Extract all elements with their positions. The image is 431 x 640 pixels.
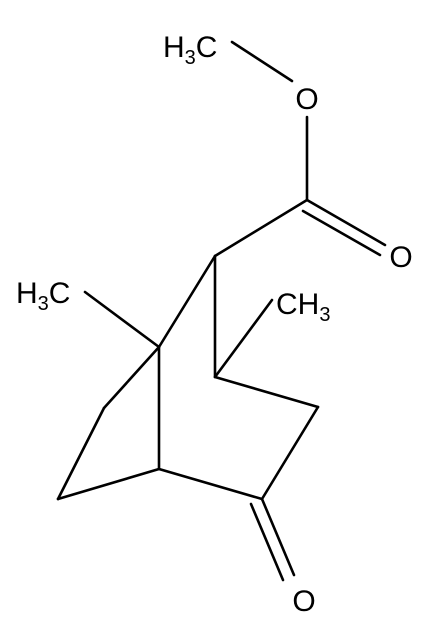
bond-bridgehead-left-ch2 [102, 345, 161, 410]
bond-right-methyl [213, 298, 274, 379]
bond-ketone-carbonyl-b [249, 502, 285, 582]
ester-methyl-label-sub: 3 [185, 47, 196, 69]
bond-left-methyl [83, 290, 161, 349]
ester-methyl-label-h: H [163, 31, 185, 64]
bond-ring-c3-bridgehead-left [157, 254, 217, 349]
bond-ketone-carbonyl-a [260, 497, 296, 577]
ester-carbonyl-oxygen-label: O [389, 241, 412, 274]
right-methyl-label-sub: 3 [319, 304, 330, 326]
left-methyl-label-sub: 3 [38, 293, 49, 315]
bond-bridgehead-right-ch2 [213, 375, 320, 409]
left-methyl-label-c: C [49, 277, 71, 310]
bond-ch2-ketone-carbon [260, 405, 320, 501]
bond-ester-carbon-carbonyl-oxygen-a [305, 198, 387, 247]
right-methyl-label-ch: CH [276, 288, 319, 321]
bond-ester-carbon-ring-carbon [213, 198, 309, 258]
bond-ketone-carbon-bridgehead [157, 467, 264, 501]
left-methyl-label-h: H [16, 277, 38, 310]
ester-ether-oxygen-label: O [295, 83, 318, 116]
bond-ch2-ch2 [56, 406, 106, 501]
bond-ch2-bridgehead-bottom [56, 467, 161, 501]
ester-methyl-label: H3C [163, 31, 217, 69]
bond-ester-carbon-carbonyl-oxygen-b [301, 209, 382, 257]
ketone-oxygen-label: O [292, 585, 315, 618]
bond-methoxy-methyl-oxygen [230, 40, 294, 83]
left-methyl-label: H3C [16, 277, 70, 315]
ester-methyl-label-c: C [196, 31, 218, 64]
right-methyl-label: CH3 [276, 288, 330, 326]
